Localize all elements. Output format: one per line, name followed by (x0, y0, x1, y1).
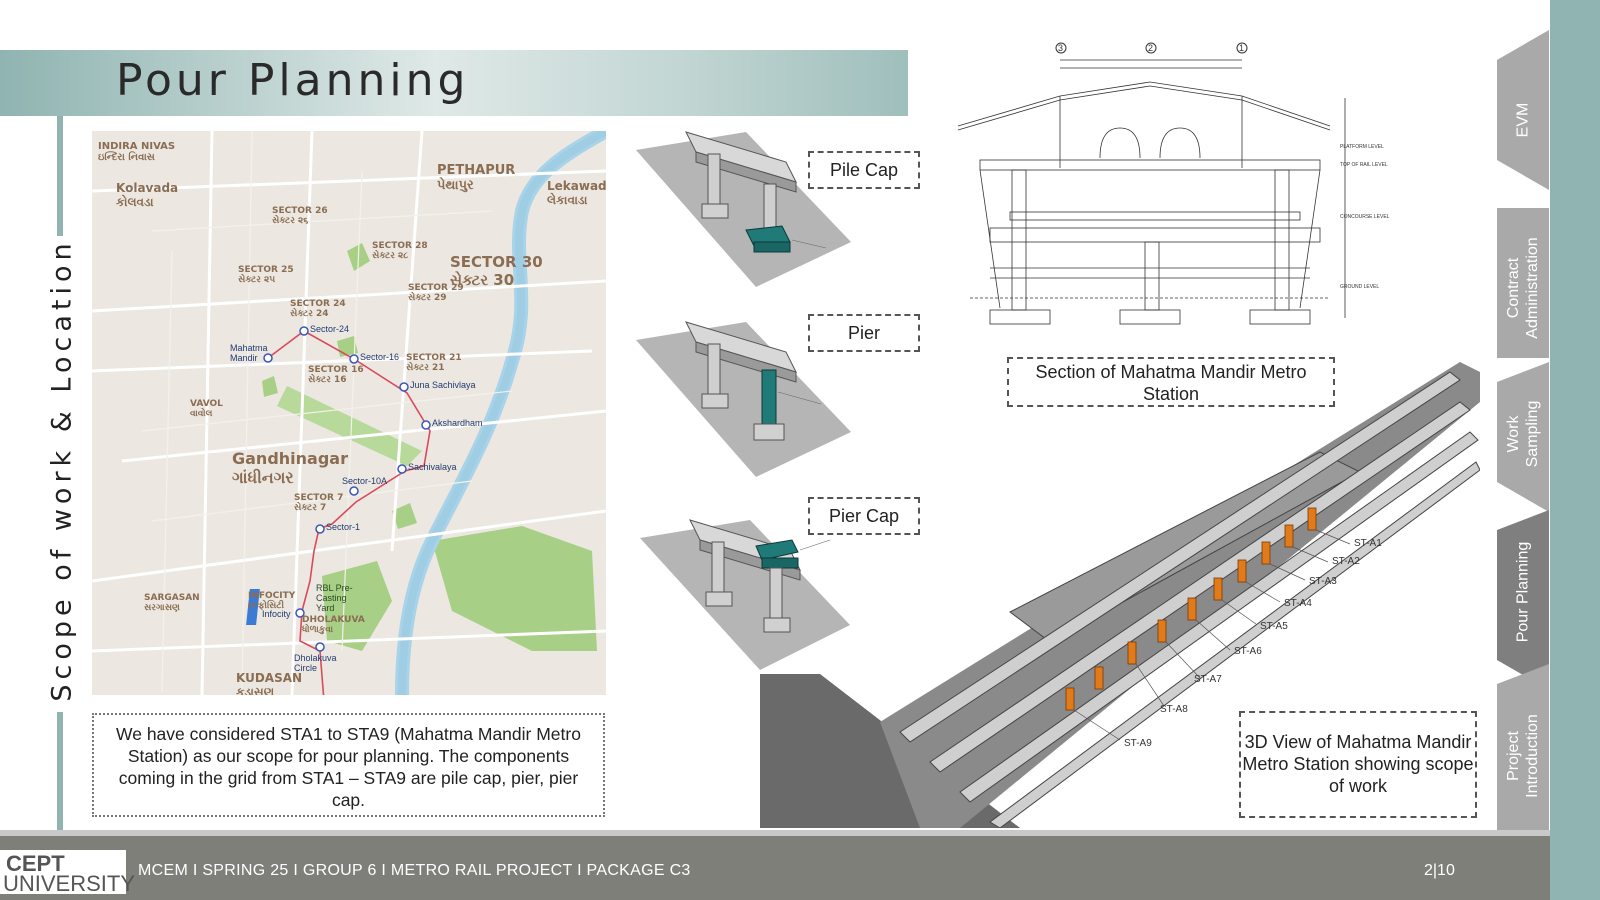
map-place: Lekawadaલેકાવાડા (547, 179, 606, 207)
pier-label: Pier (808, 314, 920, 352)
grid-label: 2 (1148, 43, 1153, 53)
tab-label: Work Sampling (1505, 400, 1541, 468)
station-label: Sector-24 (310, 324, 350, 334)
page-title: Pour Planning (116, 55, 470, 106)
svg-text:CONCOURSE LEVEL: CONCOURSE LEVEL (1340, 214, 1390, 220)
footer-bar (0, 836, 1550, 900)
pile-cap-label: Pile Cap (808, 151, 920, 189)
grid-tag: ST-A4 (1284, 598, 1312, 609)
tab-pour-planning[interactable]: Pour Planning (1497, 510, 1549, 690)
grid-tag: ST-A9 (1124, 738, 1152, 749)
side-label: Scope of work & Location (46, 238, 78, 702)
station-3d-view: ST-A1 ST-A2 ST-A3 ST-A4 ST-A5 ST-A6 ST-A… (760, 362, 1480, 828)
grid-tag: ST-A6 (1234, 646, 1262, 657)
footer-text: MCEM I SPRING 25 I GROUP 6 I METRO RAIL … (138, 862, 691, 879)
logo-text-bottom: UNIVERSITY (3, 871, 136, 896)
svg-text:TOP OF RAIL LEVEL: TOP OF RAIL LEVEL (1340, 162, 1388, 168)
station-label: Mahatma Mandir (230, 343, 268, 363)
tab-evm[interactable]: EVM (1497, 30, 1549, 190)
station-label: Sachivalaya (408, 462, 457, 472)
pier-cap-diagram (640, 519, 850, 670)
grid-tag: ST-A8 (1160, 704, 1188, 715)
svg-text:GROUND LEVEL: GROUND LEVEL (1340, 284, 1379, 290)
station-label: Akshardham (432, 418, 483, 428)
view3d-caption: 3D View of Mahatma Mandir Metro Station … (1239, 711, 1477, 818)
pile-cap-diagram (636, 131, 851, 287)
left-rule (57, 712, 63, 830)
page-number: 2|10 (1424, 862, 1455, 879)
grid-tag: ST-A2 (1332, 556, 1360, 567)
grid-tag: ST-A7 (1194, 674, 1222, 685)
station-label: Dholakuva Circle (294, 653, 337, 673)
grid-tag: ST-A1 (1354, 538, 1382, 549)
pier-cap-label: Pier Cap (808, 497, 920, 535)
station-label: Sector-10A (342, 476, 388, 486)
grid-tag: ST-A3 (1309, 576, 1337, 587)
pier-diagram (636, 321, 851, 477)
grid-label: 1 (1239, 43, 1244, 53)
sidebar-accent (1550, 0, 1600, 900)
tab-label: Project Introduction (1505, 714, 1541, 798)
station-label: Infocity (262, 609, 291, 619)
footer-divider (0, 830, 1550, 836)
grid-tag: ST-A5 (1260, 621, 1288, 632)
station-label: Sector-1 (326, 522, 361, 532)
tab-project-introduction[interactable]: Project Introduction (1497, 664, 1549, 830)
tab-label: Pour Planning (1514, 541, 1532, 643)
left-rule (57, 116, 63, 236)
university-logo (0, 850, 126, 894)
station-label: Sector-16 (360, 352, 400, 362)
tab-label: EVM (1514, 102, 1532, 138)
yard-label: RBL Pre-Casting Yard (316, 583, 353, 613)
map-graphic (92, 131, 606, 695)
title-band (0, 50, 908, 116)
scope-description: We have considered STA1 to STA9 (Mahatma… (92, 713, 605, 817)
svg-text:PLATFORM LEVEL: PLATFORM LEVEL (1340, 144, 1384, 150)
tab-label: Contract Administration (1505, 237, 1541, 339)
section-caption: Section of Mahatma Mandir Metro Station (1007, 357, 1335, 407)
logo-text-top: CEPT (6, 851, 65, 876)
tab-work-sampling[interactable]: Work Sampling (1497, 362, 1549, 512)
tab-contract-administration[interactable]: Contract Administration (1497, 208, 1549, 358)
station-section-drawing: 3 2 1 PLATFORM LEVEL TOP OF RAIL LEVEL CO… (957, 42, 1390, 325)
grid-label: 3 (1058, 43, 1063, 53)
station-label: Juna Sachivlaya (410, 380, 476, 390)
